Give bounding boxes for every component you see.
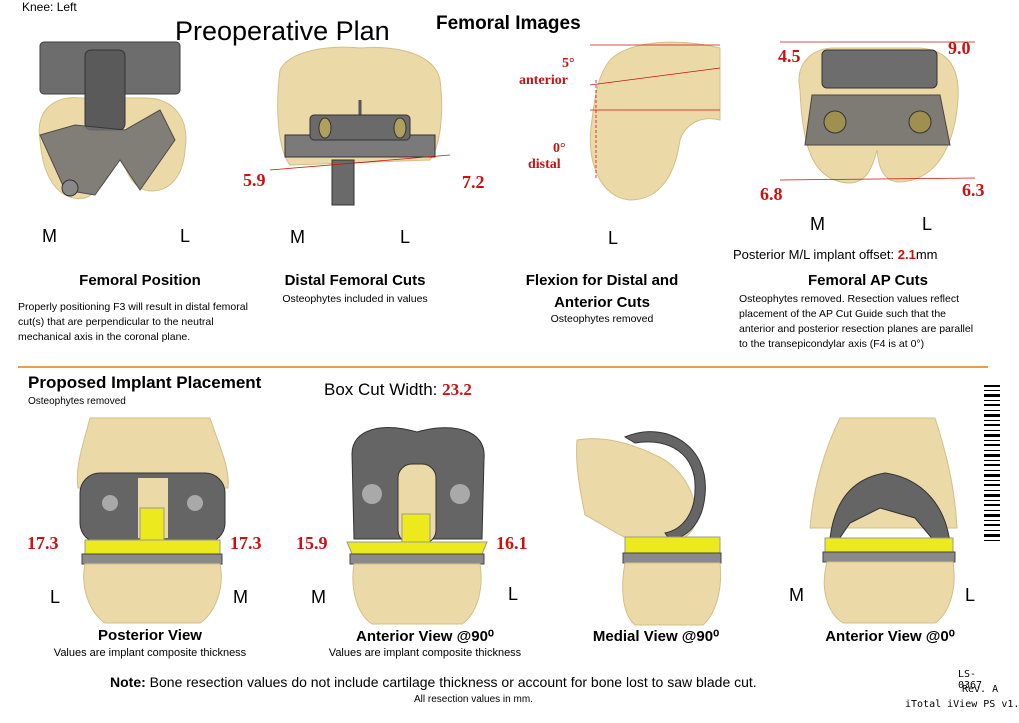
posterior-view-caption: Values are implant composite thickness	[53, 647, 247, 659]
footer-note-bold: Note:	[110, 674, 146, 690]
anterior90-value-left: 15.9	[296, 533, 328, 553]
flexion-side-l: L	[608, 228, 619, 248]
posterior-value-right: 17.3	[230, 533, 262, 553]
ap-side-m: M	[810, 214, 825, 234]
flexion-angle-bottom-sub: distal	[528, 157, 561, 172]
flexion-title-line1: Flexion for Distal and	[525, 272, 679, 289]
knee-side-label: Knee: Left	[22, 0, 77, 14]
anterior90-side-m: M	[311, 587, 326, 607]
distal-cuts-side-l: L	[400, 227, 411, 247]
ap-cuts-image	[779, 41, 976, 184]
ap-offset-label: Posterior M/L implant offset:	[733, 247, 895, 262]
distal-cut-value-left: 5.9	[243, 170, 266, 190]
femoral-position-title: Femoral Position	[79, 272, 201, 289]
distal-cuts-side-m: M	[290, 227, 305, 247]
ap-value-top-right: 9.0	[948, 38, 971, 58]
posterior-view-title: Posterior View	[98, 627, 202, 644]
femoral-position-image	[38, 41, 187, 199]
flexion-angle-top: 5°	[562, 56, 575, 71]
posterior-side-l: L	[50, 587, 61, 607]
flexion-angle-top-sub: anterior	[519, 73, 568, 88]
anterior90-view-image	[346, 427, 488, 625]
flexion-title-line2: Anterior Cuts	[554, 294, 650, 311]
footer-note: Note: Bone resection values do not inclu…	[110, 674, 757, 690]
femoral-position-side-l: L	[180, 226, 191, 246]
distal-cut-value-right: 7.2	[462, 172, 485, 192]
implant-title: Proposed Implant Placement	[28, 373, 262, 392]
barcode-image	[984, 385, 1000, 541]
ap-offset-unit: mm	[915, 247, 938, 262]
flexion-image	[589, 41, 721, 201]
femoral-position-desc: Properly positioning F3 will result in d…	[18, 301, 248, 343]
anterior0-view-title: Anterior View @0⁰	[825, 628, 955, 645]
anterior90-view-title: Anterior View @90⁰	[356, 628, 494, 645]
implant-note: Osteophytes removed	[28, 396, 126, 407]
anterior0-side-m: M	[789, 585, 804, 605]
anterior0-side-l: L	[965, 585, 976, 605]
anterior90-side-l: L	[508, 584, 519, 604]
posterior-view-image	[76, 417, 229, 624]
ap-cuts-title: Femoral AP Cuts	[807, 272, 929, 289]
anterior0-view-image	[809, 417, 958, 624]
distal-cuts-image	[269, 46, 451, 206]
section-divider	[18, 366, 988, 368]
anterior90-value-right: 16.1	[496, 533, 528, 553]
ap-value-top-left: 4.5	[778, 46, 801, 66]
ap-offset-value: 2.1	[897, 247, 916, 262]
ap-value-bottom-left: 6.8	[760, 184, 783, 204]
footer-rev: Rev. A	[962, 684, 999, 695]
box-cut-value: 23.2	[442, 380, 472, 399]
footer-note-text: Bone resection values do not include car…	[149, 674, 757, 690]
footer-product: iTotal iView PS v1.	[905, 699, 1019, 710]
ap-cuts-desc: Osteophytes removed. Resection values re…	[739, 293, 974, 350]
medial90-view-title: Medial View @90⁰	[592, 628, 720, 645]
anterior90-view-caption: Values are implant composite thickness	[328, 647, 522, 659]
plan-title: Preoperative Plan	[175, 16, 390, 46]
box-cut-label: Box Cut Width:	[324, 380, 438, 399]
section-title: Femoral Images	[436, 13, 581, 34]
footer-units: All resection values in mm.	[414, 694, 533, 705]
ap-side-l: L	[922, 214, 933, 234]
distal-cuts-note: Osteophytes included in values	[282, 293, 428, 305]
footer-doc-id: LS-0367	[958, 669, 983, 691]
distal-cuts-title: Distal Femoral Cuts	[284, 272, 426, 289]
flexion-angle-bottom: 0°	[553, 141, 566, 156]
ap-offset-line: Posterior M/L implant offset: 2.1mm	[733, 247, 938, 262]
box-cut-line: Box Cut Width: 23.2	[324, 380, 472, 400]
flexion-note: Osteophytes removed	[550, 313, 654, 325]
medial90-view-image	[576, 431, 722, 626]
ap-value-bottom-right: 6.3	[962, 180, 985, 200]
femoral-position-side-m: M	[42, 226, 57, 246]
posterior-side-m: M	[233, 587, 248, 607]
posterior-value-left: 17.3	[27, 533, 59, 553]
